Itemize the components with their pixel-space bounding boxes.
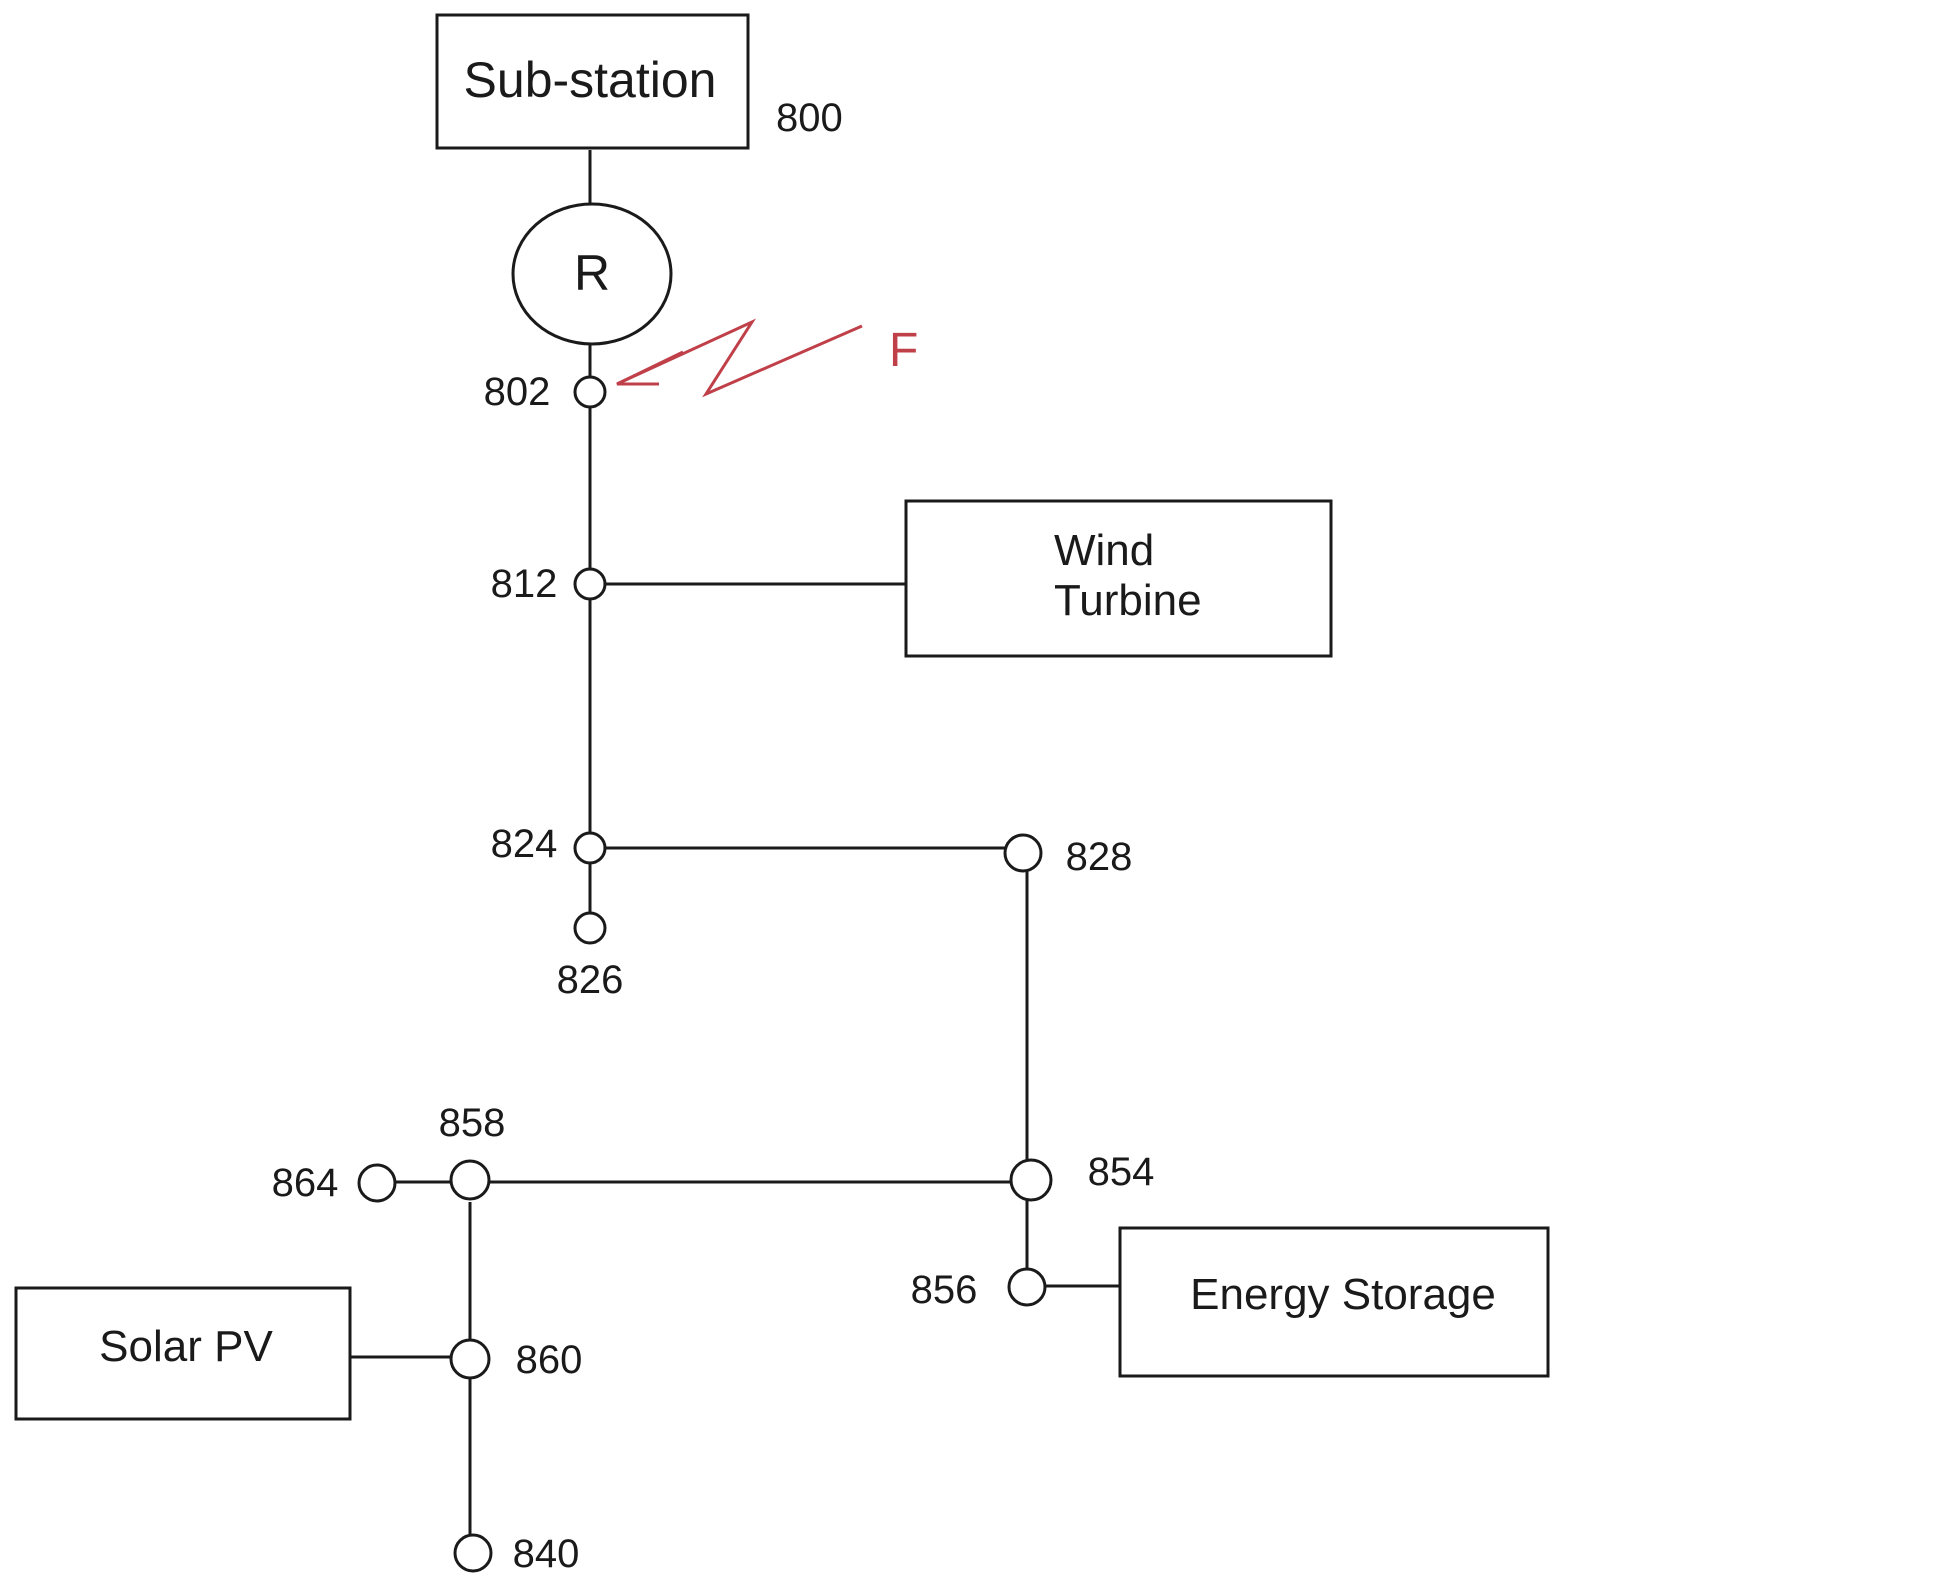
wind-turbine: Wind Turbine [904, 499, 1333, 658]
substation-label: Sub-station [464, 52, 717, 108]
bus-node-812 [573, 567, 607, 601]
node-label-800: 800 [776, 96, 843, 140]
node-label-864: 864 [272, 1161, 339, 1205]
solar-pv: Solar PV [14, 1286, 352, 1421]
bus-node-824 [573, 831, 607, 865]
node-label-860: 860 [516, 1338, 583, 1382]
fault-bolt [616, 318, 863, 398]
node-label-802: 802 [484, 370, 551, 414]
energy-storage: Energy Storage [1118, 1226, 1550, 1378]
node-label-812: 812 [491, 562, 558, 606]
wind-turbine-box [904, 499, 1333, 658]
fault-label: F [889, 324, 918, 377]
substation: Sub-station [435, 13, 750, 150]
bus-node-840 [453, 1533, 493, 1573]
bus-node-864 [357, 1163, 397, 1203]
fault-indicator: F [616, 318, 918, 398]
node-label-858: 858 [439, 1101, 506, 1145]
energy-storage-label: Energy Storage [1190, 1270, 1496, 1319]
solar-pv-box [14, 1286, 352, 1421]
recloser: R [511, 202, 673, 346]
node-label-840: 840 [513, 1532, 580, 1576]
wind-turbine-label-line1: Wind [1054, 526, 1154, 575]
bus-node-826 [573, 911, 607, 945]
substation-box [435, 13, 750, 150]
bus-node-858 [449, 1159, 491, 1201]
energy-storage-box [1118, 1226, 1550, 1378]
bus-node-860 [449, 1338, 491, 1380]
bus-node-828 [1003, 833, 1043, 873]
bus-node-856 [1007, 1267, 1047, 1307]
node-label-856: 856 [911, 1268, 978, 1312]
recloser-circle [511, 202, 673, 346]
node-label-854: 854 [1088, 1150, 1155, 1194]
recloser-label: R [574, 245, 610, 301]
solar-pv-label: Solar PV [99, 1322, 273, 1371]
node-label-826: 826 [557, 958, 624, 1002]
node-label-828: 828 [1066, 835, 1133, 879]
bus-node-854 [1009, 1158, 1053, 1202]
fault-arrowhead [616, 350, 684, 386]
wind-turbine-label-line2: Turbine [1054, 576, 1202, 625]
node-label-824: 824 [491, 822, 558, 866]
bus-node-802 [573, 375, 607, 409]
